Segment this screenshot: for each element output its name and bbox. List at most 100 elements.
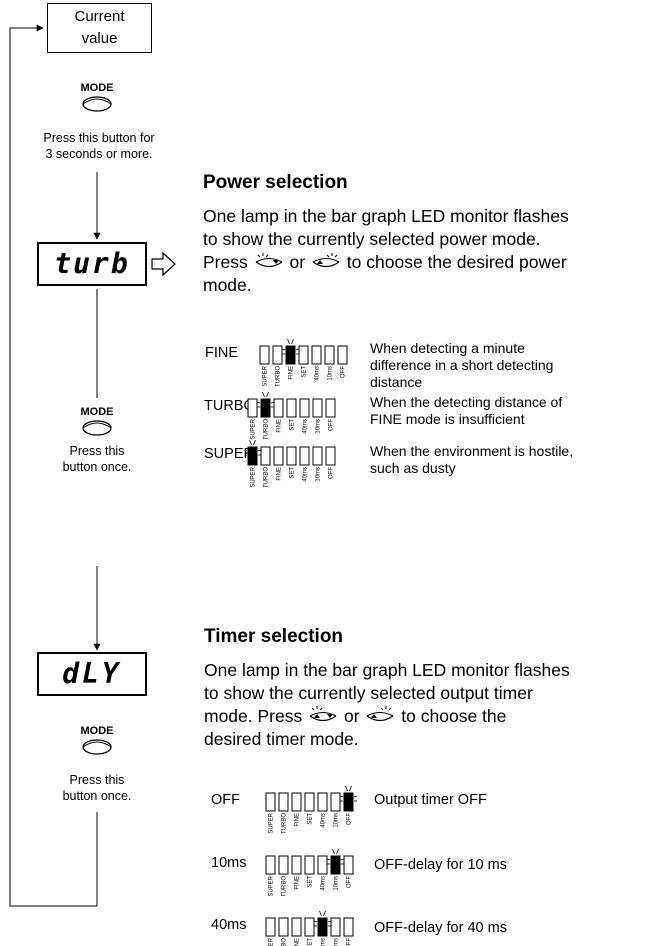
up-button-icon xyxy=(312,253,340,268)
led-segment xyxy=(330,917,341,937)
flash-icon xyxy=(313,910,332,927)
flash-icon xyxy=(339,785,358,802)
led-segment xyxy=(325,398,336,418)
led-segment xyxy=(343,855,354,875)
led-label: OFF xyxy=(347,813,353,825)
arrow-right-icon xyxy=(151,251,176,277)
led-segment xyxy=(247,398,258,418)
led-segment xyxy=(299,398,310,418)
led-segment xyxy=(311,345,322,365)
press-3s-text: Press this button for 3 seconds or more. xyxy=(43,131,155,161)
led-label: 40ms xyxy=(321,876,327,891)
current-value-line2: value xyxy=(81,30,118,47)
led-label: SUPER xyxy=(251,466,257,487)
mode-button-icon[interactable] xyxy=(81,95,113,113)
led-segment xyxy=(330,792,341,812)
led-segment xyxy=(286,398,297,418)
led-segment xyxy=(324,345,335,365)
timer-option-off: OFF xyxy=(211,792,240,808)
display-timer: dLY xyxy=(37,652,147,696)
led-segment-lit xyxy=(247,446,258,466)
led-label: FINE xyxy=(295,876,301,890)
led-label: SUPER xyxy=(251,418,257,439)
led-segment xyxy=(291,855,302,875)
led-segment xyxy=(312,398,323,418)
led-label: SUPER xyxy=(269,812,275,833)
led-segment xyxy=(304,855,315,875)
led-label: TURBO xyxy=(264,467,270,487)
led-label: FINE xyxy=(295,813,301,827)
down-button-icon xyxy=(255,253,282,268)
led-segment xyxy=(291,792,302,812)
led-segment xyxy=(260,446,271,466)
led-segment xyxy=(272,345,283,365)
led-label: 10ms xyxy=(316,467,322,482)
led-segment xyxy=(291,917,302,937)
led-label: TURBO xyxy=(282,876,288,896)
mode-button-icon[interactable] xyxy=(81,419,113,437)
led-segment xyxy=(265,792,276,812)
led-label: 10ms xyxy=(334,876,340,891)
power-option-super: SUPER xyxy=(204,446,254,462)
led-label: SET xyxy=(302,366,308,378)
led-segment-lit xyxy=(285,345,296,365)
led-segment xyxy=(343,917,354,937)
led-label: SUPER xyxy=(263,365,269,386)
led-segment xyxy=(304,792,315,812)
power-desc-super: When the environment is hostile, such as… xyxy=(370,443,574,476)
led-segment xyxy=(273,398,284,418)
led-label: SET xyxy=(290,467,296,479)
current-value-box: Current value xyxy=(47,3,152,53)
led-segment xyxy=(312,446,323,466)
press-once-text: Press this button once. xyxy=(62,773,132,803)
led-segment-lit xyxy=(260,398,271,418)
up-button-icon xyxy=(309,706,337,722)
led-label: OFF xyxy=(329,419,335,431)
timer-description: One lamp in the bar graph LED monitor fl… xyxy=(204,660,570,749)
led-segment-lit xyxy=(343,792,354,812)
led-label: TURBO xyxy=(264,419,270,439)
led-label: FINE xyxy=(295,938,301,946)
mode-label: MODE xyxy=(80,406,114,418)
led-segment xyxy=(259,345,270,365)
led-segment-lit xyxy=(317,917,328,937)
led-segment xyxy=(337,345,348,365)
led-label: SET xyxy=(308,813,314,825)
led-label: OFF xyxy=(347,876,353,888)
led-segment xyxy=(317,792,328,812)
led-label: 10ms xyxy=(334,813,340,828)
timer-desc-10ms: OFF-delay for 10 ms xyxy=(374,857,507,873)
power-option-turbo: TURBO xyxy=(204,398,255,414)
timer-desc-40ms: OFF-delay for 40 ms xyxy=(374,920,507,936)
led-label: 10ms xyxy=(316,419,322,434)
timer-option-10ms: 10ms xyxy=(211,855,247,871)
led-label: 40ms xyxy=(321,938,327,946)
mode-label: MODE xyxy=(80,725,114,737)
power-desc-fine: When detecting a minute difference in a … xyxy=(370,340,554,390)
led-label: TURBO xyxy=(276,366,282,386)
led-label: FINE xyxy=(289,366,295,380)
led-segment xyxy=(278,855,289,875)
led-label: 10ms xyxy=(334,938,340,946)
mode-button-icon[interactable] xyxy=(81,738,113,756)
led-segment xyxy=(325,446,336,466)
led-segment xyxy=(298,345,309,365)
timer-option-40ms: 40ms xyxy=(211,917,247,933)
mode-label: MODE xyxy=(80,82,114,94)
led-segment-lit xyxy=(330,855,341,875)
timer-desc-off: Output timer OFF xyxy=(374,792,487,808)
led-label: TURBO xyxy=(282,938,288,946)
led-segment xyxy=(265,917,276,937)
led-label: OFF xyxy=(347,938,353,946)
power-heading: Power selection xyxy=(203,172,348,193)
down-button-icon xyxy=(367,706,394,722)
power-description: One lamp in the bar graph LED monitor fl… xyxy=(203,206,569,295)
press-once-text: Press this button once. xyxy=(62,444,132,474)
led-label: OFF xyxy=(341,366,347,378)
timer-heading: Timer selection xyxy=(204,626,344,647)
